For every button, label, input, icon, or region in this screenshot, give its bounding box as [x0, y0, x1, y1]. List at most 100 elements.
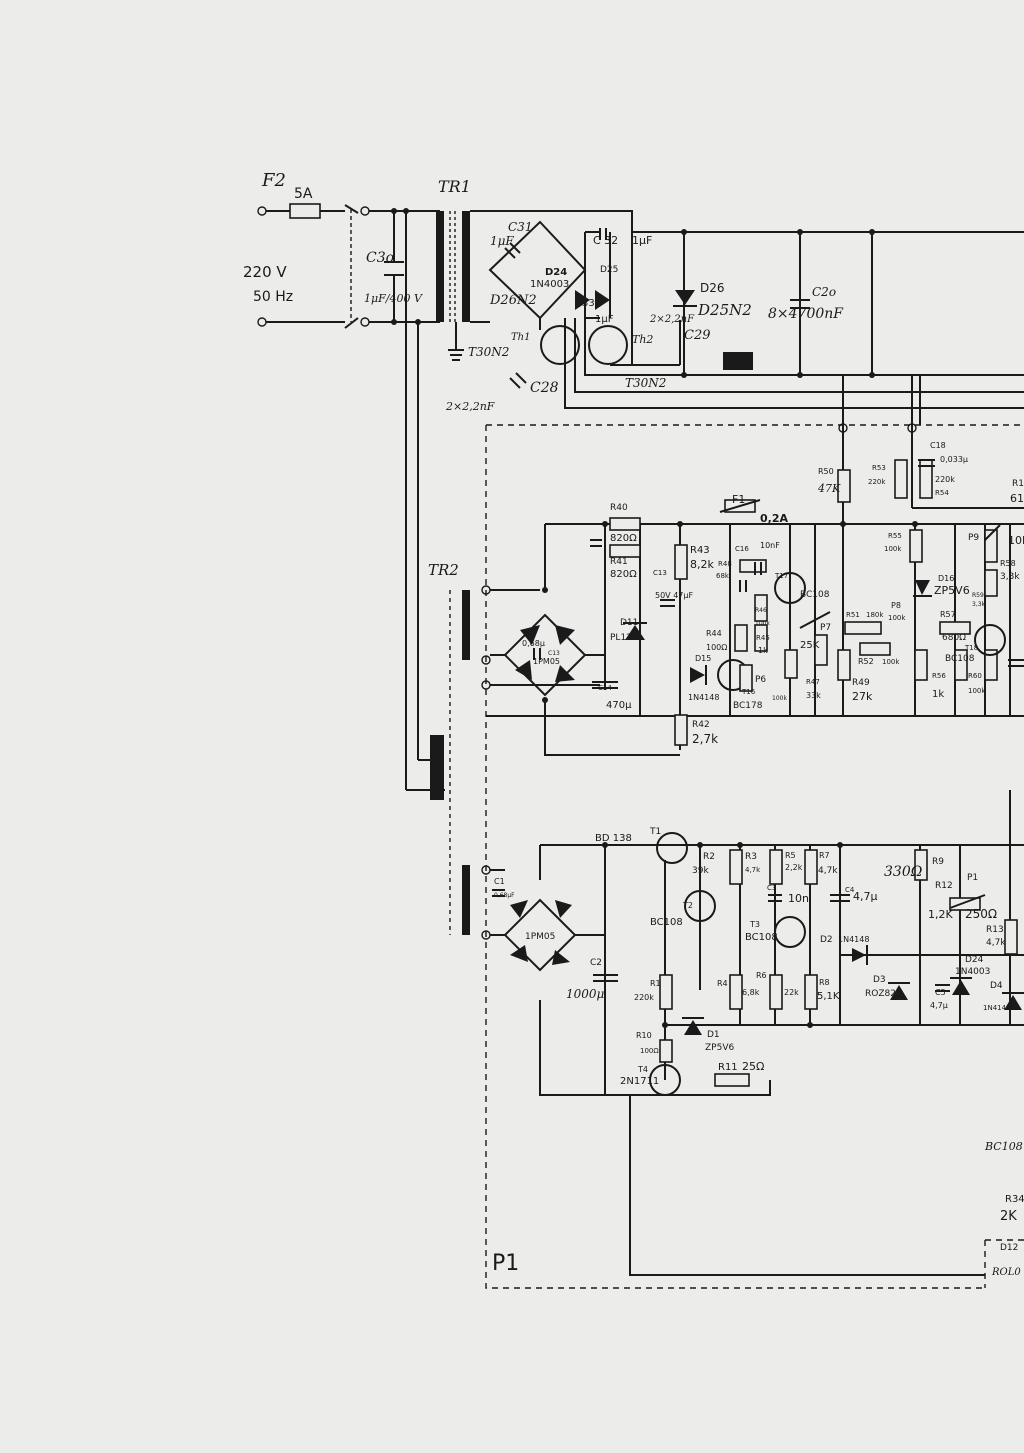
- d15-part: 1N4148: [688, 693, 719, 702]
- r4-value: 6,8k: [742, 988, 760, 997]
- t4-part: 2N1711: [620, 1076, 659, 1087]
- r43-ref: R43: [690, 545, 710, 556]
- r43-value: 8,2k: [690, 558, 714, 571]
- p1-pot-value: 250Ω: [965, 907, 997, 921]
- r5-ref: R5: [785, 851, 796, 860]
- r48-value: 68k: [716, 572, 730, 580]
- r40-ref: R40: [610, 503, 628, 513]
- t17-part: BC108: [800, 590, 830, 600]
- r4-ref: R4: [717, 979, 728, 988]
- c20-value: 8×4700nF: [768, 306, 844, 322]
- c29-value: 2×2,2nF: [649, 314, 695, 325]
- r54-ref: R54: [935, 489, 949, 497]
- upper-bridge-cap-value: 0,68μ: [522, 639, 545, 648]
- capacitors: [492, 228, 1024, 992]
- transformer-cores: [430, 211, 753, 935]
- r11-ref: R11: [718, 1062, 738, 1073]
- c16-ref: C16: [735, 545, 749, 553]
- r51-value: 180k: [866, 611, 884, 619]
- r2-value: 39k: [692, 866, 709, 876]
- r47-ref: R47: [806, 678, 820, 686]
- c14-ref: C14: [598, 684, 612, 692]
- r46-value: 100k: [755, 620, 770, 627]
- p9-ref: P9: [968, 533, 979, 543]
- lower-bridge-cap-ref: C1: [494, 877, 505, 886]
- t30n2-right: T30N2: [625, 376, 666, 390]
- d16-part: ZP5V6: [934, 584, 970, 597]
- c29-ref: C29: [684, 328, 711, 343]
- tr2-label: TR2: [428, 561, 459, 579]
- r52-ref: R52: [858, 657, 874, 666]
- d3-part: ROZ828: [865, 989, 902, 999]
- t3-ref: T3: [749, 920, 760, 929]
- upper-board-labels: TR2 R40 820Ω R41 820Ω F1 0,2A R43 8,2k C…: [428, 441, 1024, 746]
- d2-part: 1N4148: [838, 935, 869, 944]
- t18-part: BC108: [945, 654, 975, 664]
- c2-value: 1000μ: [566, 987, 605, 1001]
- c4-value: 4,7μ: [853, 890, 878, 903]
- r13-ref: R13: [986, 925, 1004, 935]
- fuse-f2-ref: F2: [261, 170, 286, 191]
- p6-ref: P6: [755, 675, 766, 685]
- d1-ref: D1: [707, 1030, 720, 1040]
- c13-value: 50V 47μF: [655, 591, 693, 600]
- d26n2-label: D26N2: [489, 293, 537, 308]
- r49-ref: R49: [852, 678, 870, 688]
- t16-part: BC178: [733, 701, 763, 711]
- r9-value: 330Ω: [884, 864, 923, 880]
- c18-ref: C18: [930, 441, 946, 450]
- th1-label: Th1: [511, 332, 530, 343]
- r46-ref: R46: [755, 607, 767, 614]
- c28-value: 2×2,2nF: [445, 400, 495, 413]
- c32-value: 1μF: [632, 234, 652, 247]
- r59-ref: R59: [972, 592, 984, 599]
- c13-ref: C13: [653, 569, 667, 577]
- th2-label: Th2: [632, 333, 653, 346]
- d25-ref: D25: [600, 265, 618, 275]
- c33-ref: C33: [575, 298, 595, 309]
- c20-ref: C2o: [812, 285, 836, 299]
- r58-ref: R58: [1000, 559, 1016, 568]
- lower-bridge-part: 1PM05: [525, 932, 555, 942]
- d24-lower-ref: D24: [965, 955, 984, 965]
- r42-value: 2,7k: [692, 732, 718, 746]
- p8-ref: P8: [891, 601, 901, 610]
- r48-ref: R48: [718, 560, 732, 568]
- t2-part: BC108: [650, 917, 683, 928]
- r12-ref: R12: [935, 881, 953, 891]
- r5-value: 2,2k: [785, 863, 803, 872]
- r1-value: 220k: [634, 993, 654, 1002]
- d16-ref: D16: [938, 574, 954, 583]
- c18-value: 0,033μ: [940, 455, 968, 464]
- c2-ref: C2: [590, 958, 602, 968]
- mains-frequency: 50 Hz: [253, 289, 293, 305]
- d25n2-label: D25N2: [697, 301, 752, 319]
- r52-value: 100k: [882, 658, 900, 666]
- r47-value: 33k: [806, 691, 821, 700]
- r2-ref: R2: [703, 852, 715, 862]
- r50-ref: R50: [818, 467, 834, 476]
- r57-ref: R57: [940, 610, 956, 619]
- t30n2-left: T30N2: [468, 345, 509, 359]
- r55-value: 100k: [884, 545, 902, 553]
- r44-ref: R44: [706, 629, 722, 638]
- c32-ref: C 32: [593, 234, 618, 247]
- p7-value: 25K: [800, 640, 820, 651]
- c16-value: 10nF: [760, 541, 780, 550]
- c33-value: 1μF: [595, 314, 614, 325]
- r45-ref: R45: [756, 634, 770, 642]
- r53-ref: R53: [872, 464, 886, 472]
- r45-value: 1k: [758, 646, 768, 655]
- d11-ref: D11: [620, 618, 638, 628]
- rol-label: ROL0: [991, 1267, 1021, 1278]
- c3-ref: C3: [767, 884, 776, 892]
- r60-ref: R60: [968, 672, 982, 680]
- c31-ref: C31: [508, 220, 532, 234]
- pots-and-fuses: [719, 499, 1001, 909]
- r41-value: 820Ω: [610, 569, 637, 580]
- r59-value: 3,3k: [972, 601, 986, 608]
- r10-value: 100Ω: [640, 1047, 659, 1055]
- fuse-f2-rating: 5A: [294, 186, 313, 202]
- p7-ref: P7: [820, 623, 831, 633]
- r11-value: 25Ω: [742, 1060, 764, 1073]
